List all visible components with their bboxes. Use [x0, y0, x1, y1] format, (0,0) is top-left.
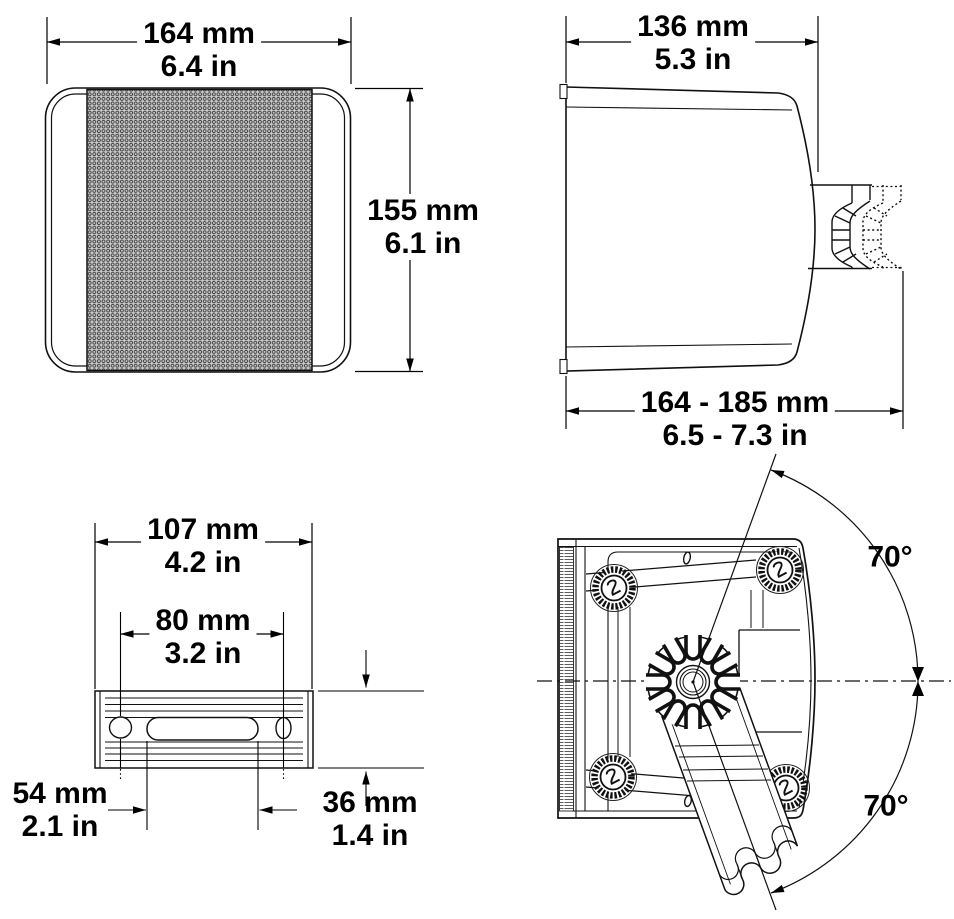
arm-hinge-lines: [674, 744, 772, 782]
wall-bracket-extended: [862, 184, 902, 270]
side-width-in: 5.3 in: [654, 43, 732, 76]
tilt-up-line: [692, 453, 777, 683]
tilt-arc-upper: [770, 469, 919, 682]
tilt-angle-indicators: [692, 453, 924, 911]
thumbscrew-top-right: [757, 547, 804, 594]
bracket-end-caps: [99, 691, 309, 768]
rear-view-drawing: [537, 453, 951, 911]
slot-length-label: 54 mm 2.1 in: [12, 777, 107, 843]
side-width-mm: 136 mm: [637, 10, 749, 43]
mounting-slot: [146, 716, 259, 741]
rear-inner-panel: [607, 551, 790, 811]
side-width-label: 136 mm 5.3 in: [631, 10, 755, 76]
mount-bracket-drawing: [94, 523, 424, 830]
side-rim-tab-bottom: [559, 358, 568, 375]
bracket-height-label: 36 mm 1.4 in: [322, 786, 417, 852]
side-depth-range-mm: 164 - 185 mm: [640, 386, 830, 419]
slot-length-in: 2.1 in: [21, 810, 99, 843]
bracket-height-dimension: [318, 650, 424, 806]
slot-length-mm: 54 mm: [12, 777, 108, 810]
front-width-mm: 164 mm: [143, 17, 255, 50]
speaker-grille: [86, 88, 313, 372]
bracket-height-mm: 36 mm: [322, 786, 418, 819]
hole-spacing-mm: 80 mm: [155, 604, 251, 637]
thumbscrew-bottom-left: [590, 754, 637, 801]
keyhole-top: [682, 551, 692, 565]
side-rim-tab-top: [559, 83, 568, 100]
front-height-label: 155 mm 6.1 in: [361, 194, 485, 260]
side-view-drawing: [559, 16, 904, 429]
tilt-down-angle-value: 70°: [863, 789, 909, 823]
mounting-hole-left: [108, 716, 133, 739]
speaker-side-outline: [565, 86, 816, 372]
tilt-down-angle-label: 70°: [863, 790, 908, 823]
bracket-width-in: 4.2 in: [164, 546, 242, 579]
tilt-up-angle-value: 70°: [867, 540, 913, 574]
bracket-width-label: 107 mm 4.2 in: [141, 513, 265, 579]
side-depth-range-in: 6.5 - 7.3 in: [662, 419, 808, 452]
hole-spacing-label: 80 mm 3.2 in: [149, 604, 257, 670]
front-view-drawing: [44, 17, 423, 373]
slot-length-dimension: [108, 741, 297, 830]
wall-bracket: [808, 184, 872, 270]
rear-side-curve-inner: [798, 547, 812, 809]
side-depth-range-label: 164 - 185 mm 6.5 - 7.3 in: [634, 386, 836, 452]
thumbscrew-top-left: [591, 565, 638, 612]
bracket-width-mm: 107 mm: [147, 513, 259, 546]
front-height-in: 6.1 in: [384, 227, 462, 260]
tilt-down-line: [692, 681, 777, 911]
hole-spacing-in: 3.2 in: [164, 637, 242, 670]
rear-channel-lines: [617, 590, 764, 757]
bracket-height-in: 1.4 in: [331, 819, 409, 852]
keyhole-bottom: [683, 794, 693, 808]
tilt-arc-lower: [770, 681, 919, 894]
side-rim-lines: [565, 106, 793, 348]
grille-edge-strip: [559, 546, 574, 812]
rear-frame-lines: [558, 539, 797, 818]
front-width-in: 6.4 in: [160, 50, 238, 83]
hole-spacing-dimension: [119, 612, 285, 781]
front-width-label: 164 mm 6.4 in: [137, 17, 261, 83]
tilt-up-angle-label: 70°: [867, 541, 912, 574]
front-height-mm: 155 mm: [367, 194, 479, 227]
